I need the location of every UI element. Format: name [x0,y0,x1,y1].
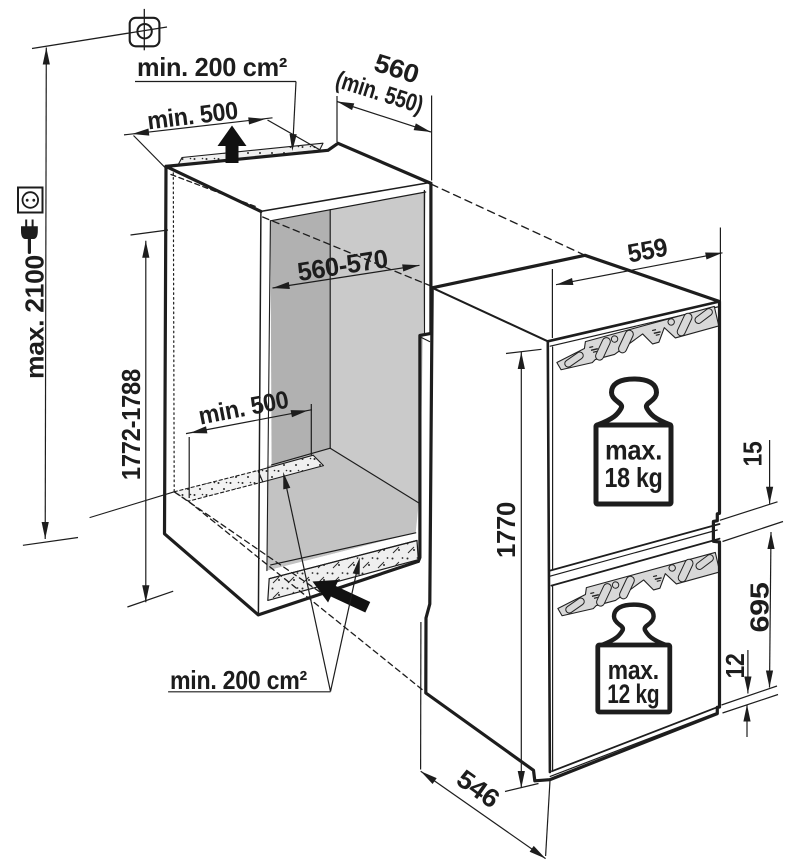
dim-niche-height [127,229,174,608]
dim-floor-vent-width [185,404,313,498]
label-top-vent-area: min. 200 cm² [137,52,288,82]
appliance: max. 18 kg max. 12 kg [424,253,723,783]
leader-top-vent [135,80,297,152]
niche-interior-edges [89,165,431,616]
appliance-silhouette [424,253,722,783]
upper-door-load-line1: max. [605,435,662,466]
lower-door-load-line2: 12 kg [607,679,659,709]
appliance-top-face [432,255,720,342]
dimensions [22,47,784,862]
label-bottom-gap: 12 [720,654,750,679]
niche-left-wall [164,166,261,615]
upper-door-load-line2: 18 kg [605,462,663,493]
lower-door-load-line1: max. [608,655,659,685]
label-appliance-width: 559 [625,232,670,269]
dim-bottom-gap [721,650,779,737]
floor-vent-strip [173,454,325,502]
niche-floor-front-band [267,532,417,579]
niche-ceiling-strip [260,182,430,221]
airflow-in-arrow-icon [312,579,371,613]
niche-inner-back-wall [330,192,426,503]
plug-icon [21,219,38,254]
appliance-front-face [547,301,720,780]
appliance-side-face [425,287,552,781]
weight-18kg-icon: max. 18 kg [593,379,674,507]
dim-lower-section-height [722,520,784,688]
airflow-up-arrow-icon [217,125,247,163]
label-lower-section-height: 695 [745,583,775,633]
niche-outline [162,141,433,617]
socket-icon [17,186,44,214]
label-niche-height: 1772-1788 [116,369,146,480]
dim-niche-inner-width [271,261,421,292]
niche-inner-side-wall [270,209,331,465]
dim-max-ceiling-height [22,47,79,546]
weight-12kg-icon: max. 12 kg [595,605,673,715]
label-top-gap: 15 [738,442,768,467]
dim-appliance-height [504,348,542,793]
labels: min. 200 cm² min. 500 560 (min. 550) 560… [19,47,774,814]
dim-appliance-width [551,227,724,338]
label-appliance-height: 1770 [491,502,521,558]
dim-top-gap [719,440,778,521]
projection-dashed-lines [170,173,586,694]
position-cross-icon [31,8,168,51]
leader-bottom-vent [168,471,364,693]
dim-niche-depth [335,95,433,181]
label-appliance-depth: 546 [451,763,505,814]
niche-cabinet [89,141,586,694]
dim-appliance-depth [418,621,551,862]
label-bottom-vent-area: min. 200 cm² [170,665,308,695]
label-top-vent-width: min. 500 [146,97,240,136]
label-max-ceiling-height: max. 2100 [19,255,49,379]
